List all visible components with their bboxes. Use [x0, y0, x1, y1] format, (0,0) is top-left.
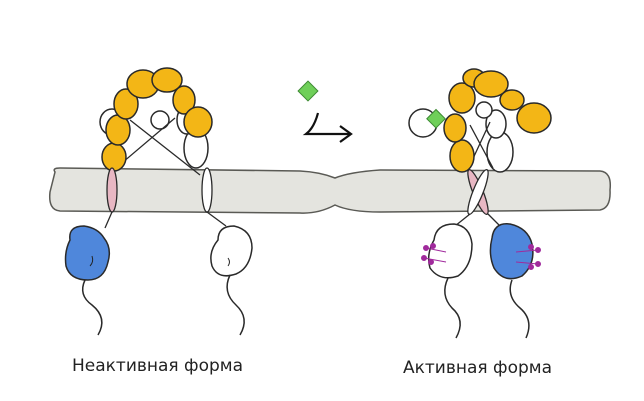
inactive-receptor	[64, 67, 253, 336]
active-tail-left	[444, 277, 461, 339]
inactive-kinase-blue	[64, 225, 111, 281]
inactive-kinase-white	[210, 225, 253, 277]
inactive-form-caption: Неактивная форма	[72, 356, 244, 376]
inactive-tail-right	[226, 274, 245, 336]
active-kinase-blue	[489, 223, 534, 280]
active-stalks	[454, 213, 501, 227]
phosphate-groups	[421, 243, 541, 270]
curved-arrow-icon	[302, 112, 353, 143]
inactive-tm-helix-left	[106, 167, 118, 213]
inactive-kinase-white-mark	[227, 257, 230, 267]
active-kinase-white	[427, 223, 473, 279]
bound-ligand-diamond-icon	[426, 108, 446, 129]
inactive-tail-left	[81, 279, 103, 336]
inactive-yellow-ectodomain	[101, 67, 213, 172]
inactive-kinase-blue-mark	[89, 255, 94, 267]
active-receptor	[408, 68, 552, 339]
ligand-diamond-icon	[297, 80, 319, 102]
cell-membrane	[48, 167, 612, 214]
active-form-caption: Активная форма	[403, 358, 552, 378]
active-tail-right	[509, 279, 530, 339]
active-yellow-ectodomain	[443, 68, 552, 173]
inactive-tm-helix-right	[201, 167, 213, 213]
inactive-stalks	[104, 211, 227, 229]
